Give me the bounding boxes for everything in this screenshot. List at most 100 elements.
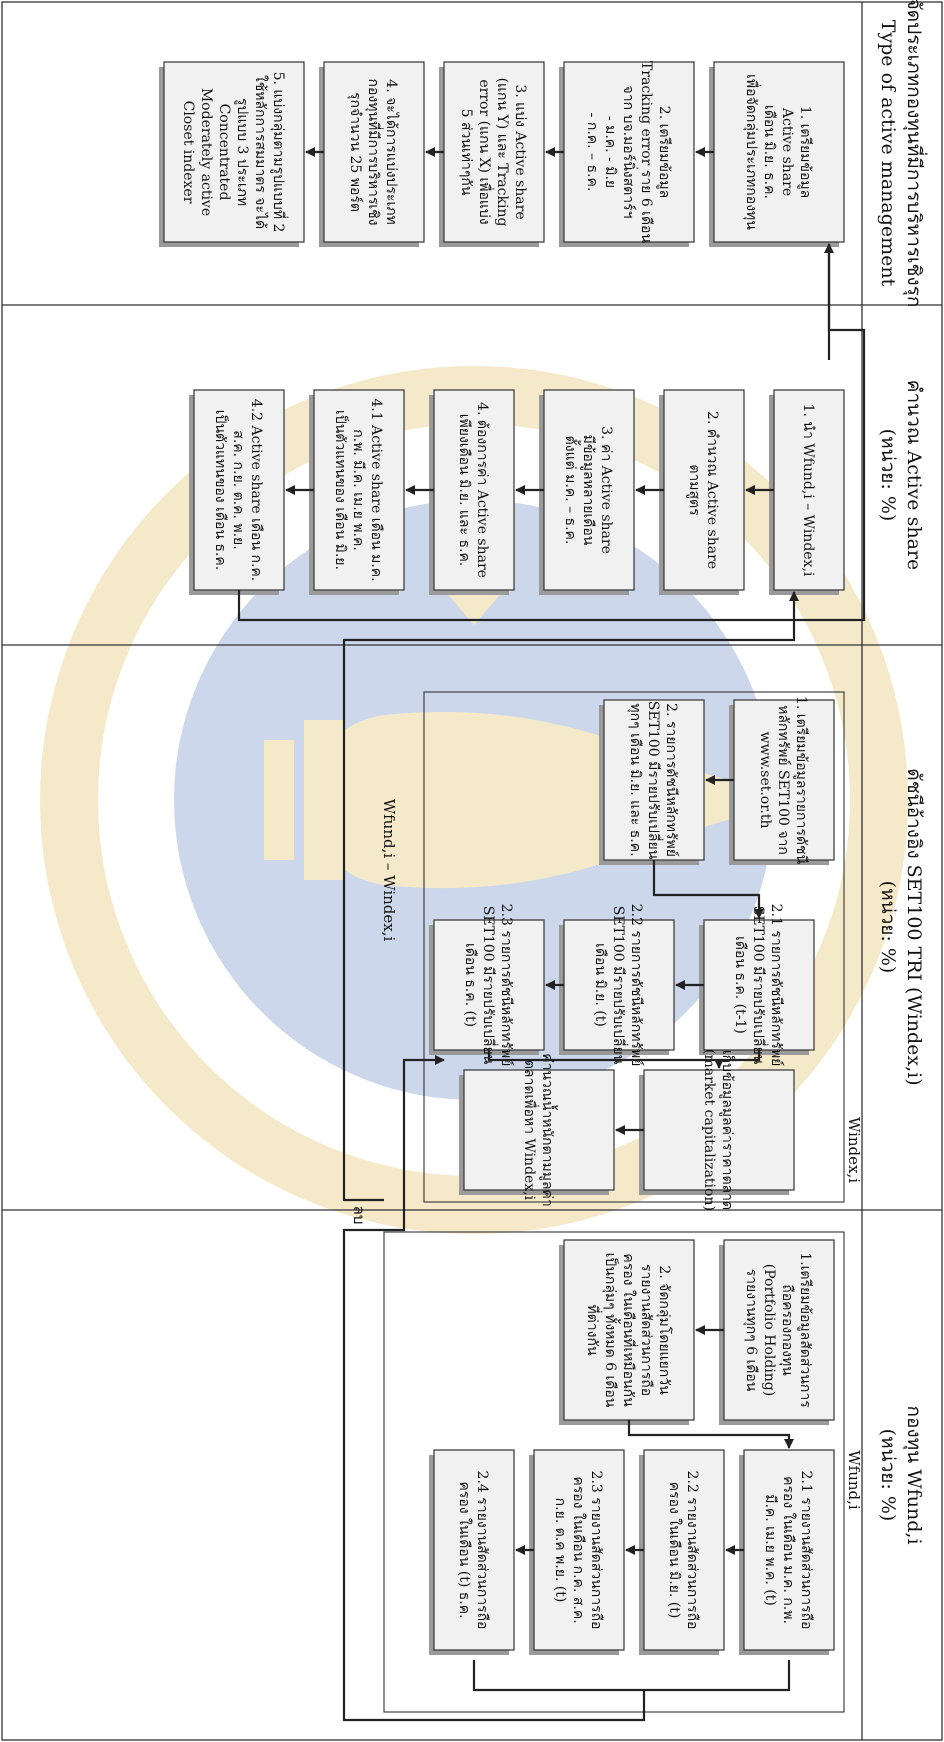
calc-step-5-box: 4.1 Active share เดือน ม.ค.ก.พ. มี.ค. เม… xyxy=(309,389,405,595)
calc-step-2-box-line-1: 2. คำนวณ Active share xyxy=(704,411,720,569)
index-step-2-box-line-1: 2. รายการดัชนีหลักทรัพย์ xyxy=(663,703,680,857)
index-sub-23-box-line-2: SET100 มีรายปรับเปลี่ยน xyxy=(480,906,498,1065)
fund-step-2-box-line-4: เป็นกลุ่มๆ ทั้งหมด 6 เดือน xyxy=(602,1253,621,1408)
calc-step-3-box-line-2: มีข้อมูลหลายเดือน xyxy=(580,435,596,546)
calc-step-6-box-line-2: ส.ค. ก.ย. ต.ค. พ.ย. xyxy=(230,430,246,549)
type-step-2-box-line-3: จาก บจ.มอร์นิ่งสตาร์ฯ xyxy=(620,86,638,219)
fund-sub-23-box-line-1: 2.3 รายงานสัดส่วนการถือ xyxy=(588,1471,604,1630)
fund-sub-23-box-line-3: ก.ย. ต.ค พ.ย. (t) xyxy=(552,1498,568,1603)
type-step-4-box-line-1: 4. จะได้การแบ่งประเภท xyxy=(383,79,400,224)
type-step-3-box-line-4: 5 ส่วนเท่าๆกัน xyxy=(458,109,474,196)
calc-step-3-box-line-3: ตั้งแต่ ม.ค. – ธ.ค. xyxy=(562,436,581,545)
fund-header-unit: (หน่วย: %) xyxy=(877,1429,899,1522)
type-step-5-box-line-5: Moderately active xyxy=(198,88,214,216)
index-step-1-box-line-3: www.set.or.th xyxy=(757,732,773,829)
fund-sub-24-box-frame xyxy=(433,1449,515,1651)
arrow-index-2-21 xyxy=(652,860,764,919)
windex-group-label: Windex,i xyxy=(845,1117,863,1183)
fund-sub-23-box-line-2: ครอง ในเดือน ก.ค. ส.ค. xyxy=(570,1476,587,1623)
fund-sub-22-box: 2.2 รายงานสัดส่วนการถือครอง ในเดือน มิ.ย… xyxy=(639,1449,725,1655)
type-step-5-box: 5. แบ่งกลุ่มตามรูปแบบที่ 2ใช้หลักการสมมา… xyxy=(159,61,305,247)
type-step-5-box-line-4: Concentrated xyxy=(216,104,232,201)
calc-step-1-box: 1. นำ Wfund,i – Windex,i xyxy=(769,389,845,595)
arrow-fund-2-21 xyxy=(627,1420,794,1449)
type-step-2-box-line-1: 2. เตรียมข้อมูล xyxy=(656,106,672,198)
index-step-2-box-line-3: ทุกๆ เดือน มิ.ย. และ ธ.ค. xyxy=(627,703,643,856)
index-sub-23-box-line-3: เดือน ธ.ค. (t) xyxy=(462,943,478,1027)
fund-step-2-box-line-1: 2. จัดกลุ่มโดยแยกวัน xyxy=(656,1265,673,1395)
index-step-1-box-line-1: 1. เตรียมข้อมูลรายการดัชนี xyxy=(793,696,809,864)
index-mc-box-line-1: เก็บข้อมูลมูลค่าราคาตลาด xyxy=(719,1050,737,1210)
index-wt-box-line-2: ตลาดเพื่อหา Windex,i xyxy=(521,1060,539,1201)
fund-sub-21-box: 2.1 รายงานสัดส่วนการถือครอง ในเดือน ม.ค.… xyxy=(739,1449,835,1655)
calc-step-3-box-line-1: 3. ค่า Active share xyxy=(598,426,614,554)
fund-step-1-box: 1.เตรียมข้อมูลสัดส่วนการถือครองกองทุน(Po… xyxy=(719,1239,835,1425)
index-bus xyxy=(487,1050,761,1062)
index-sub-22-box-line-2: SET100 มีรายปรับเปลี่ยน xyxy=(610,906,628,1065)
type-step-5-box-line-2: ใช้หลักการสมมาตร จะได้ xyxy=(252,75,269,229)
index-sub-21-box: 2.1 รายการดัชนีหลักทรัพย์SET100 มีรายปรั… xyxy=(699,904,815,1066)
index-step-2-box-line-2: SET100 มีรายปรับเปลี่ยน xyxy=(645,701,663,860)
type-step-3-box-line-3: error (แกน X) เพื่อแบ่ง xyxy=(476,79,494,224)
fund-sub-21-box-line-2: ครอง ในเดือน ม.ค. ก.พ. xyxy=(780,1476,797,1624)
header-index: ดัชนีอ้างอิง SET100 TRI (Windex,i) (หน่ว… xyxy=(877,768,925,1085)
fund-sub-22-box-line-2: ครอง ในเดือน มิ.ย. (t) xyxy=(666,1482,683,1619)
type-step-1-box-line-4: เพื่อจัดกลุ่มประเภทกองทุน xyxy=(743,74,761,230)
calc-step-2-box-line-2: ตามสูตร xyxy=(686,464,702,516)
index-sub-21-box-line-3: เดือน ธ.ค. (t-1) xyxy=(732,936,748,1034)
fund-step-2-box-line-3: ครอง ในเดือนที่เหมือนกัน xyxy=(620,1253,638,1407)
header-fund: กองทุน Wfund,i (หน่วย: %) xyxy=(877,1405,925,1544)
type-header-subtitle: Type of active management xyxy=(877,20,899,287)
type-step-1-box-line-2: Active share xyxy=(779,107,795,196)
arrow-diff-to-calc xyxy=(342,591,799,1202)
fund-header-title: กองทุน Wfund,i xyxy=(902,1405,925,1544)
fund-step-1-box-line-2: ถือครองกองทุน xyxy=(779,1284,795,1376)
index-sub-23-box: 2.3 รายการดัชนีหลักทรัพย์SET100 มีรายปรั… xyxy=(429,904,545,1067)
fund-step-2-box: 2. จัดกลุ่มโดยแยกวันรายงานสัดส่วนการถือค… xyxy=(559,1239,695,1425)
fund-sub-23-box: 2.3 รายงานสัดส่วนการถือครอง ในเดือน ก.ค.… xyxy=(529,1449,625,1655)
calc-step-1-box-line-1: 1. นำ Wfund,i – Windex,i xyxy=(800,404,816,577)
calc-step-5-box-line-3: เป็นตัวแทนของ เดือน มิ.ย. xyxy=(332,410,350,570)
fund-sub-22-box-line-1: 2.2 รายงานสัดส่วนการถือ xyxy=(684,1471,700,1630)
fund-bus xyxy=(472,1660,791,1692)
calc-header-unit: (หน่วย: %) xyxy=(877,429,899,522)
diff-label: Wfund,i – Windex,i xyxy=(380,799,398,942)
fund-sub-21-box-line-1: 2.1 รายงานสัดส่วนการถือ xyxy=(798,1471,814,1630)
index-header-title: ดัชนีอ้างอิง SET100 TRI (Windex,i) xyxy=(903,768,925,1085)
type-step-3-box-line-2: (แกน Y) และ Tracking xyxy=(494,78,510,227)
fund-step-1-box-line-1: 1.เตรียมข้อมูลสัดส่วนการ xyxy=(797,1252,813,1408)
index-header-unit: (หน่วย: %) xyxy=(877,881,899,974)
calc-step-5-box-line-2: ก.พ. มี.ค. เม.ย พ.ค. xyxy=(350,429,366,551)
fund-sub-24-box-line-2: ครอง ในเดือน (t) ธ.ค. xyxy=(456,1481,473,1618)
type-step-5-box-line-6: Closet indexer xyxy=(180,101,196,204)
type-step-5-box-frame xyxy=(163,61,305,243)
windex-group-frame xyxy=(423,691,845,1203)
type-step-2-box-line-2: Tracking error ราย 6 เดือน xyxy=(638,61,654,244)
index-mc-box-line-2: (market capitalization) xyxy=(701,1049,717,1211)
calc-step-4-box-line-1: 4. ต้องการค่า Active share xyxy=(474,402,490,578)
fund-step-2-box-line-5: ที่ต่างกัน xyxy=(584,1304,602,1355)
type-step-4-box: 4. จะได้การแบ่งประเภทกองทุนที่มีการบริหา… xyxy=(319,61,425,247)
wfund-group-label: Wfund,i xyxy=(845,1450,863,1510)
arrow-minus-to-index xyxy=(402,1055,445,1205)
fund-to-index xyxy=(342,1205,646,1722)
index-sub-22-box-line-3: เดือน มิ.ย. (t) xyxy=(592,943,608,1027)
type-step-5-box-line-3: รูปแบบ 3 ประเภท xyxy=(234,98,250,206)
index-step-1-box: 1. เตรียมข้อมูลรายการดัชนีหลักทรัพย์ SET… xyxy=(729,696,835,865)
type-step-2-box-line-5: - ก.ค. – ธ.ค. xyxy=(584,113,600,192)
type-step-1-box-line-3: เดือน มิ.ย. ธ.ค. xyxy=(761,105,777,199)
fund-step-2-box-line-2: รายงานสัดส่วนการถือ xyxy=(638,1264,654,1396)
index-sub-23-box-line-1: 2.3 รายการดัชนีหลักทรัพย์ xyxy=(498,904,515,1067)
index-wt-box-frame xyxy=(463,1069,615,1191)
fund-step-1-box-line-4: รายงานทุกๆ 6 เดือน xyxy=(743,1269,759,1392)
type-step-2-box-line-4: - ม.ค. - มิ.ย xyxy=(602,116,618,188)
type-step-4-box-line-3: รุกจำนวน 25 พอร์ต xyxy=(347,92,364,212)
calc-step-6-box: 4.2 Active share เดือน ก.ค.ส.ค. ก.ย. ต.ค… xyxy=(189,389,285,595)
type-step-5-box-line-1: 5. แบ่งกลุ่มตามรูปแบบที่ 2 xyxy=(270,72,288,233)
index-sub-22-box-line-1: 2.2 รายการดัชนีหลักทรัพย์ xyxy=(628,904,645,1067)
fund-sub-24-box: 2.4 รายงานสัดส่วนการถือครอง ในเดือน (t) … xyxy=(429,1449,515,1655)
